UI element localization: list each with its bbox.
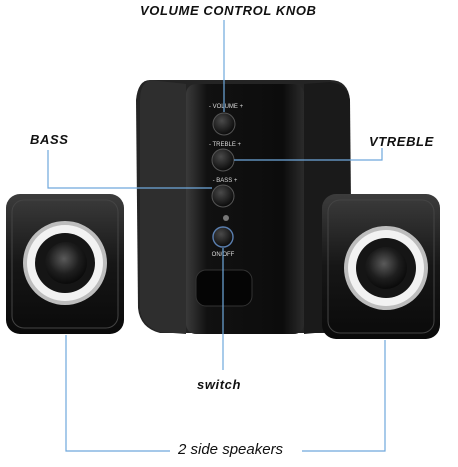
- volume-panel-label: - VOLUME +: [209, 104, 244, 110]
- left-satellite-speaker: [6, 194, 124, 334]
- bass-panel-label: - BASS +: [213, 178, 238, 184]
- leader-lines: [47, 20, 386, 452]
- volume-callout: VOLUME CONTROL KNOB: [140, 3, 317, 18]
- treble-knob: [211, 148, 235, 172]
- treble-panel-label: - TREBLE +: [209, 142, 242, 148]
- bass-knob: [211, 184, 235, 208]
- treble-callout: VTREBLE: [369, 134, 434, 149]
- bass-callout: BASS: [30, 132, 69, 147]
- switch-callout: switch: [197, 377, 242, 392]
- right-speaker-leader-line: [302, 340, 386, 452]
- power-switch: [212, 226, 234, 248]
- left-speaker-leader-line: [65, 335, 170, 452]
- subwoofer: [136, 80, 352, 334]
- right-satellite-speaker: [322, 194, 440, 339]
- bass-leader-line: [47, 150, 212, 189]
- volume-knob: [212, 112, 236, 136]
- side-speakers-callout: 2 side speakers: [178, 441, 284, 458]
- power-led: [223, 215, 229, 221]
- treble-leader-line: [234, 148, 383, 161]
